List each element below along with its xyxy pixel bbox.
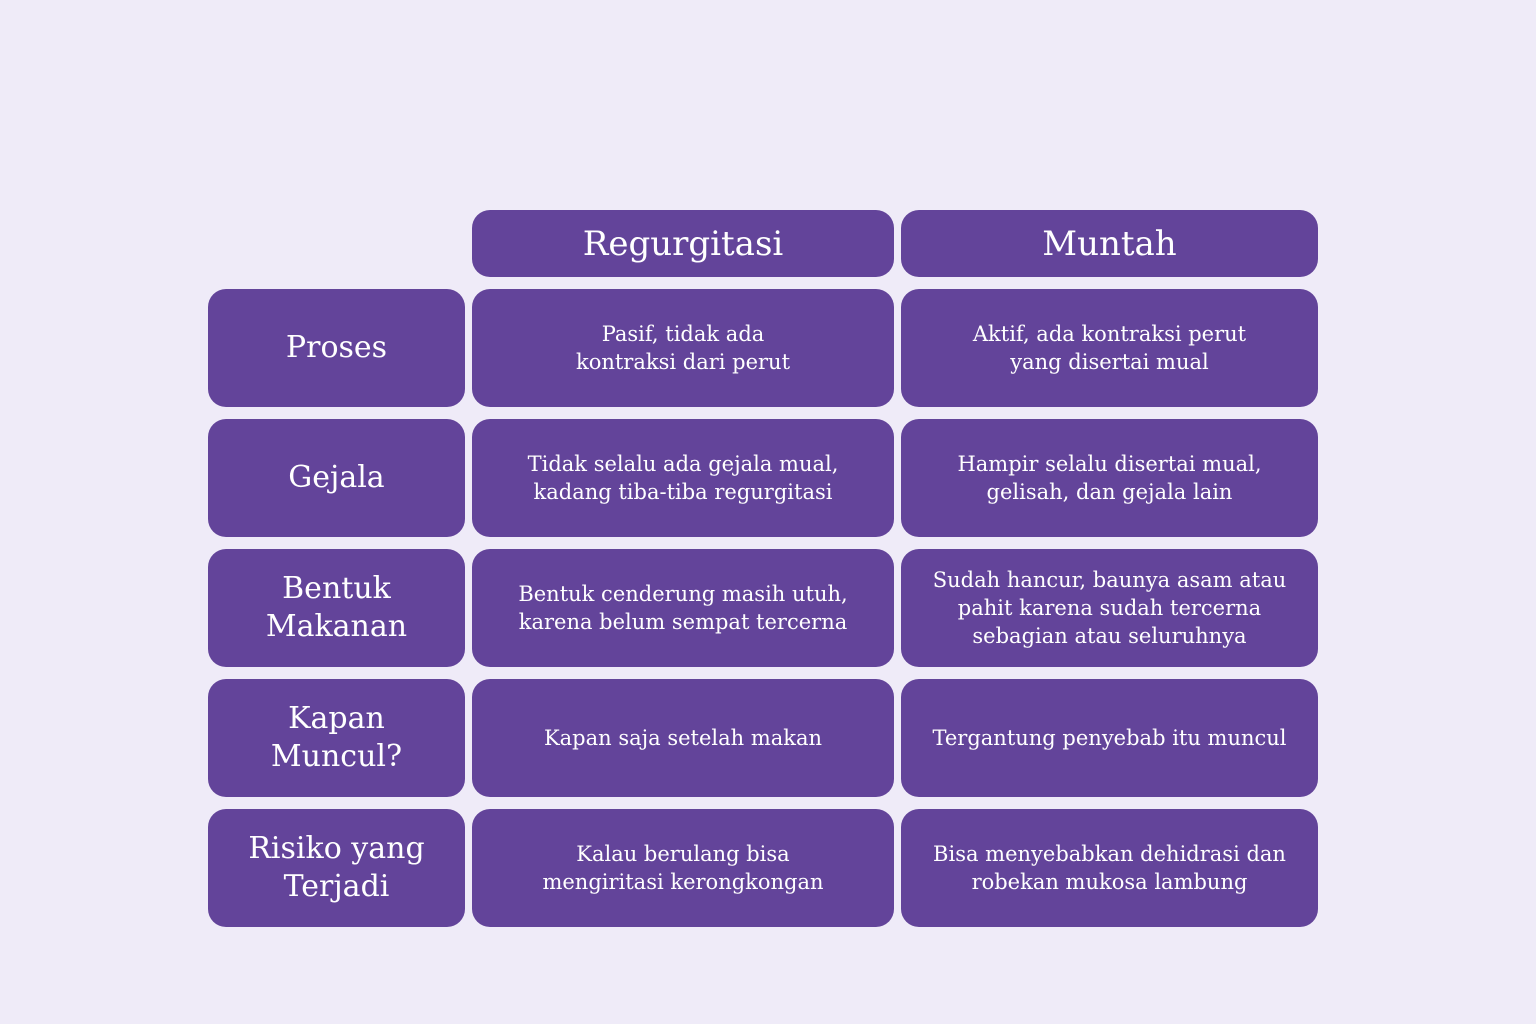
comparison-table: Regurgitasi Muntah Proses Pasif, tidak a…	[208, 210, 1318, 927]
header-regurgitasi: Regurgitasi	[472, 210, 894, 277]
cell-risiko-regurgitasi: Kalau berulang bisa mengiritasi kerongko…	[472, 809, 894, 927]
row-label-gejala: Gejala	[208, 419, 465, 537]
cell-risiko-muntah: Bisa menyebabkan dehidrasi dan robekan m…	[901, 809, 1318, 927]
cell-bentuk-makanan-regurgitasi: Bentuk cenderung masih utuh, karena belu…	[472, 549, 894, 667]
cell-proses-muntah: Aktif, ada kontraksi perut yang disertai…	[901, 289, 1318, 407]
cell-kapan-muncul-muntah: Tergantung penyebab itu muncul	[901, 679, 1318, 797]
cell-gejala-muntah: Hampir selalu disertai mual, gelisah, da…	[901, 419, 1318, 537]
corner-empty-cell	[208, 210, 465, 277]
cell-bentuk-makanan-muntah: Sudah hancur, baunya asam atau pahit kar…	[901, 549, 1318, 667]
row-label-proses: Proses	[208, 289, 465, 407]
row-label-bentuk-makanan: Bentuk Makanan	[208, 549, 465, 667]
row-label-risiko: Risiko yang Terjadi	[208, 809, 465, 927]
cell-gejala-regurgitasi: Tidak selalu ada gejala mual, kadang tib…	[472, 419, 894, 537]
header-muntah: Muntah	[901, 210, 1318, 277]
cell-proses-regurgitasi: Pasif, tidak ada kontraksi dari perut	[472, 289, 894, 407]
row-label-kapan-muncul: Kapan Muncul?	[208, 679, 465, 797]
cell-kapan-muncul-regurgitasi: Kapan saja setelah makan	[472, 679, 894, 797]
